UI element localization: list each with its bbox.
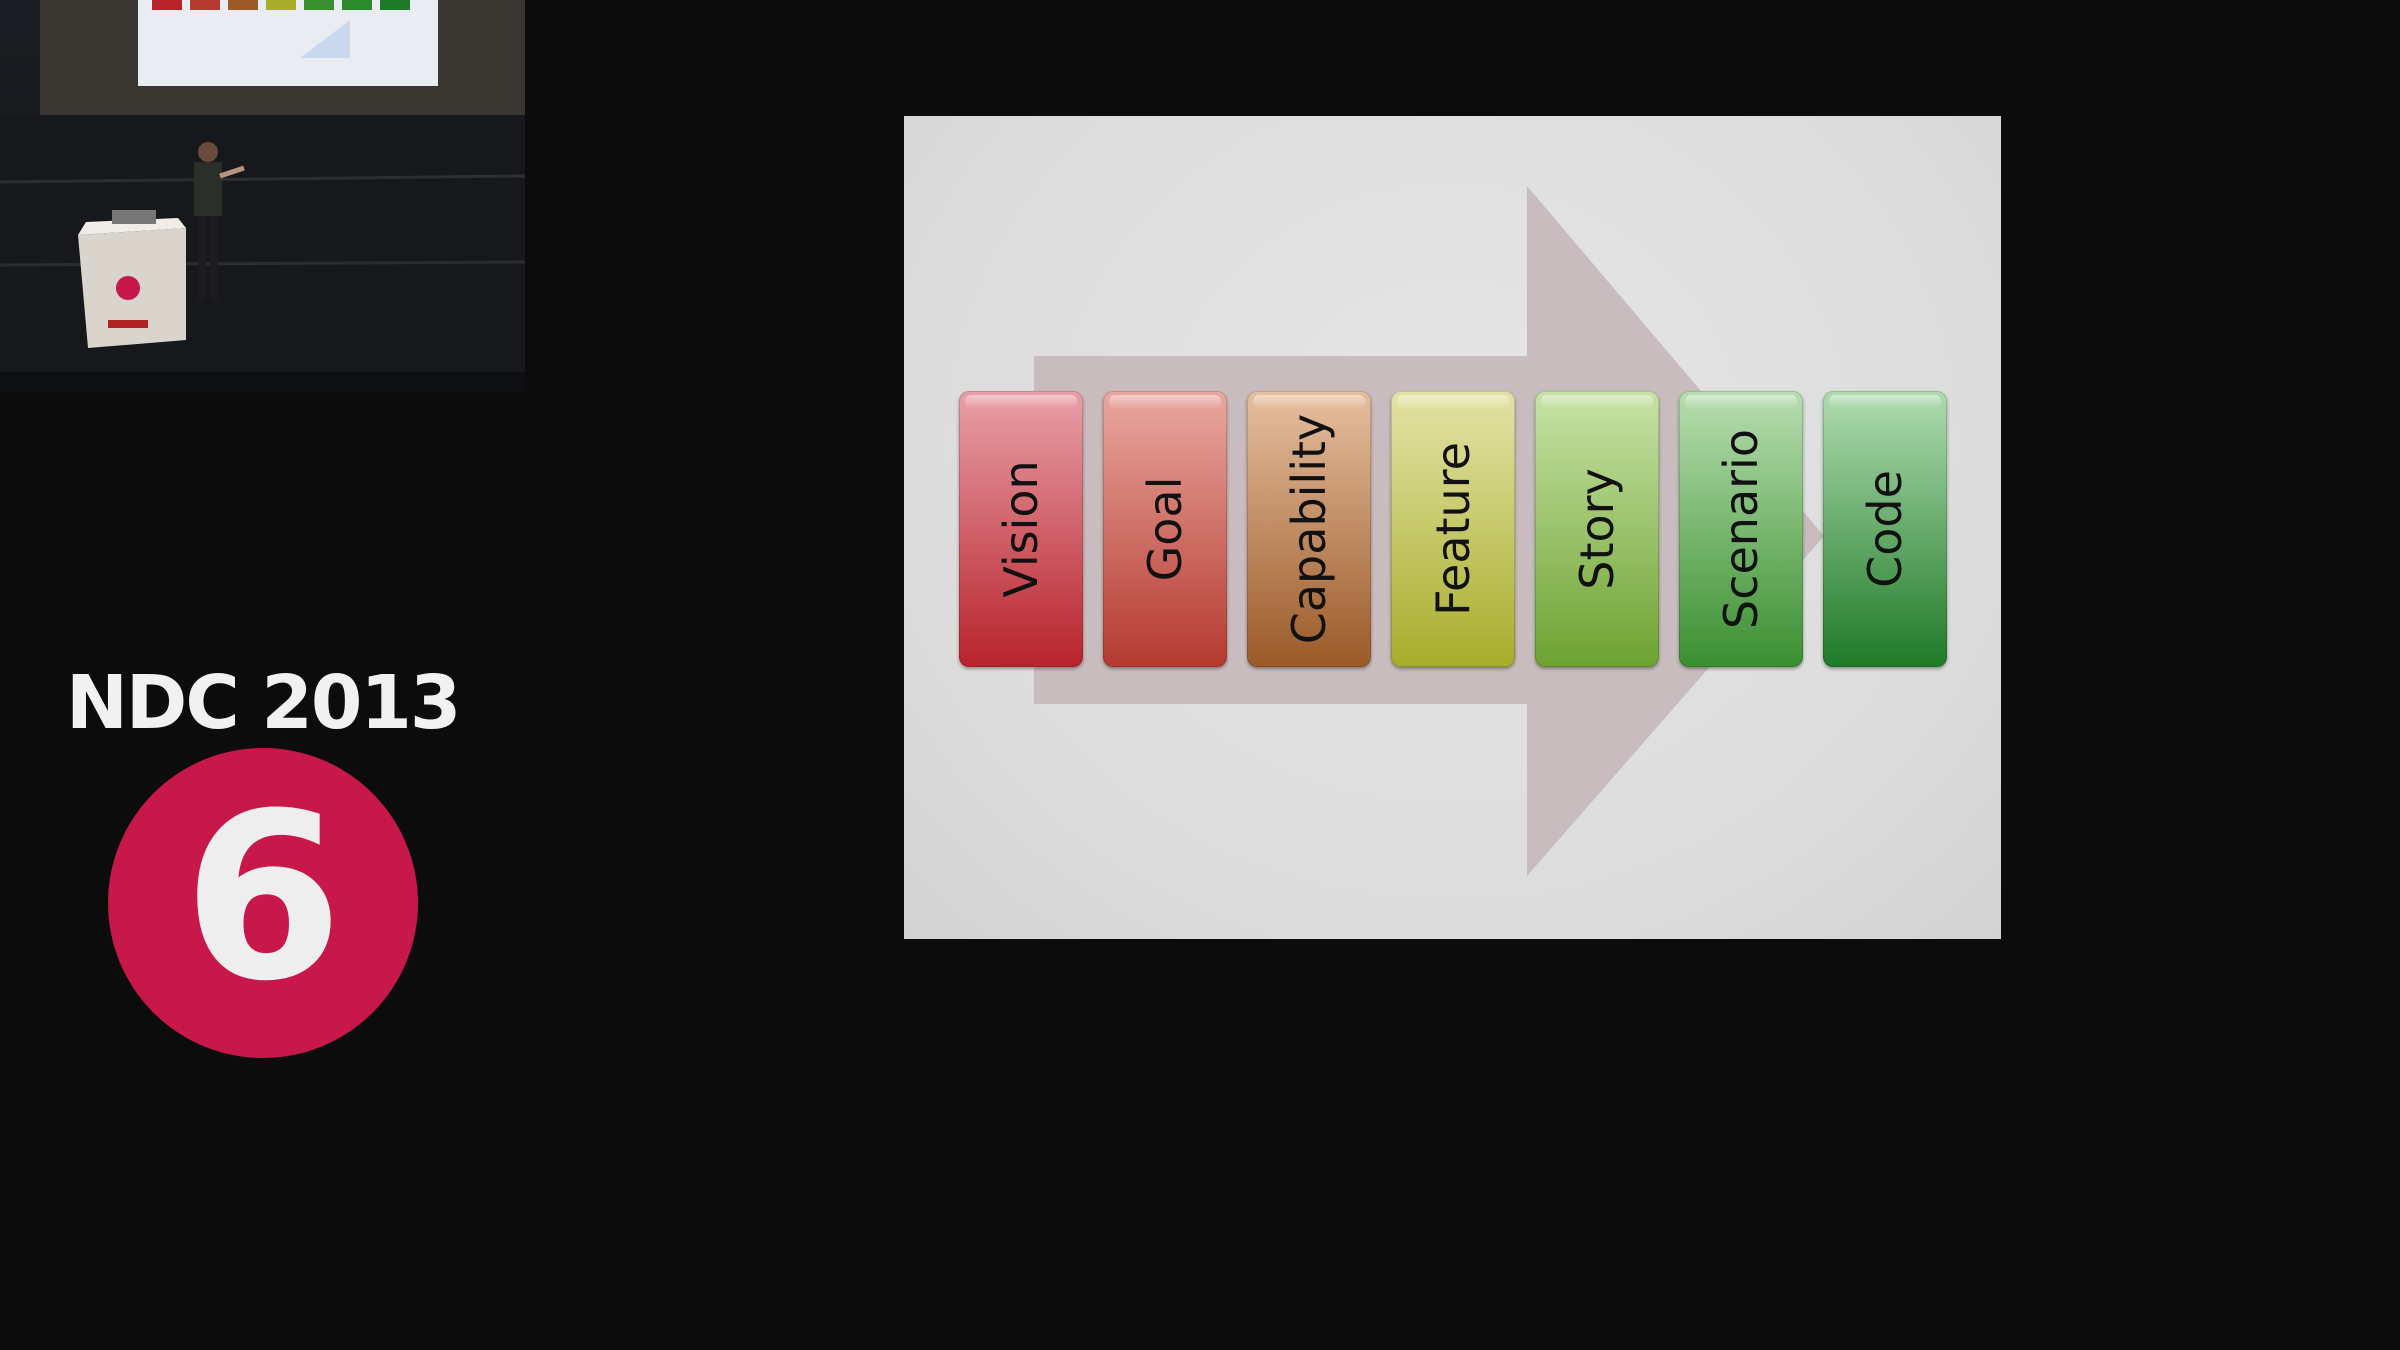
step-list: Vision Goal Capability Feature Story Scenario… bbox=[959, 391, 1947, 667]
step-feature: Feature bbox=[1391, 391, 1515, 667]
step-story: Story bbox=[1535, 391, 1659, 667]
step-vision: Vision bbox=[959, 391, 1083, 667]
step-code: Code bbox=[1823, 391, 1947, 667]
step-goal: Goal bbox=[1103, 391, 1227, 667]
step-label: Vision bbox=[994, 460, 1048, 597]
speaker bbox=[198, 142, 218, 162]
event-logo: 6 bbox=[108, 748, 418, 1058]
step-label: Scenario bbox=[1714, 429, 1768, 629]
event-title: NDC 2013 bbox=[66, 660, 466, 746]
event-branding: NDC 2013 6 bbox=[60, 660, 460, 1080]
event-logo-number: 6 bbox=[183, 784, 343, 1014]
step-label: Capability bbox=[1282, 414, 1336, 645]
stage-scene bbox=[0, 0, 525, 392]
step-label: Story bbox=[1570, 468, 1624, 590]
step-label: Code bbox=[1858, 470, 1912, 588]
presentation-slide: Vision Goal Capability Feature Story Scenario… bbox=[904, 116, 2001, 939]
step-label: Feature bbox=[1426, 442, 1480, 616]
step-scenario: Scenario bbox=[1679, 391, 1803, 667]
projected-screen bbox=[138, 0, 438, 86]
step-capability: Capability bbox=[1247, 391, 1371, 667]
projected-boxes bbox=[152, 0, 410, 10]
step-label: Goal bbox=[1138, 477, 1192, 582]
speaker-video-inset bbox=[0, 0, 525, 392]
